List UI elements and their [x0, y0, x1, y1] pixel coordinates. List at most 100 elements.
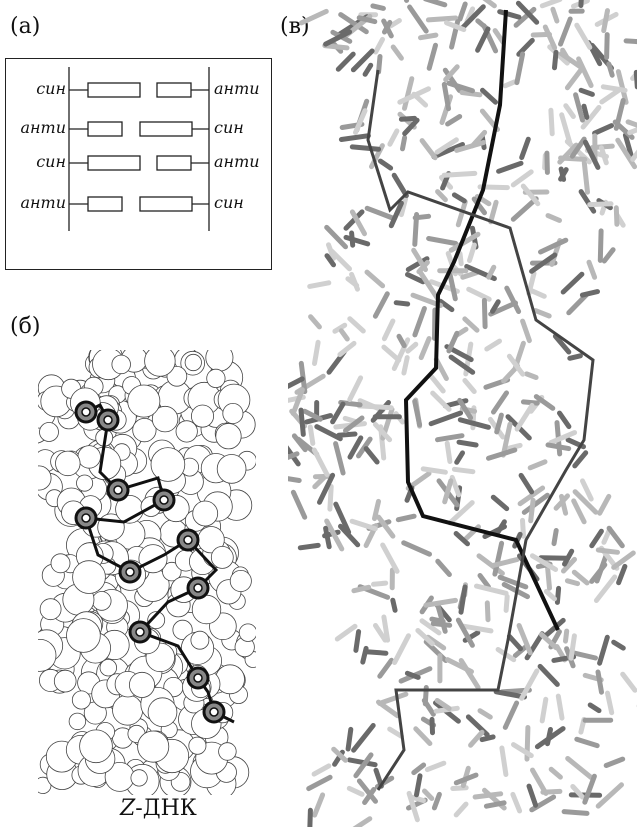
- bond-stick: [325, 46, 347, 48]
- bond-stick: [589, 262, 595, 277]
- bond-stick: [486, 803, 504, 806]
- bond-stick: [602, 90, 620, 102]
- bond-stick: [595, 126, 612, 134]
- bond-stick: [341, 331, 347, 339]
- bond-stick: [522, 139, 529, 157]
- bond-stick: [354, 819, 370, 827]
- atom-sphere: [216, 424, 241, 449]
- bond-stick: [558, 696, 562, 718]
- bond-stick: [432, 377, 444, 391]
- atom-sphere: [67, 619, 101, 653]
- bond-stick: [582, 292, 597, 296]
- row3-left-label: син: [10, 152, 66, 171]
- bond-stick: [540, 666, 557, 684]
- bond-stick: [576, 95, 583, 120]
- bond-stick: [288, 476, 299, 481]
- atom-sphere: [216, 665, 245, 694]
- bond-stick: [566, 631, 567, 641]
- bond-stick: [416, 729, 430, 744]
- bond-stick: [393, 47, 401, 58]
- bond-stick: [366, 652, 386, 654]
- bond-stick: [633, 137, 637, 160]
- bond-stick: [301, 410, 303, 434]
- z-dna-caption: Z-ДНК: [120, 796, 197, 821]
- bond-stick: [548, 216, 560, 221]
- bond-stick: [548, 445, 569, 449]
- bond-stick: [380, 161, 390, 168]
- atom-sphere: [112, 355, 131, 374]
- bond-stick: [350, 319, 364, 331]
- bond-stick: [604, 250, 613, 261]
- bond-stick: [536, 311, 550, 316]
- bond-stick: [367, 272, 383, 286]
- bond-stick: [563, 274, 582, 292]
- bond-stick: [584, 106, 587, 117]
- base-rect: [88, 83, 140, 97]
- bond-stick: [352, 521, 375, 529]
- bond-stick: [293, 492, 304, 517]
- bond-stick: [348, 729, 351, 749]
- bond-stick: [506, 597, 507, 611]
- bond-stick: [529, 786, 536, 805]
- phosphate-atom-core: [136, 628, 144, 636]
- bond-stick: [478, 29, 488, 50]
- bond-stick: [577, 25, 590, 47]
- base-rect: [88, 122, 122, 136]
- bond-stick: [354, 726, 374, 751]
- atom-sphere: [100, 659, 117, 676]
- bond-stick: [410, 7, 427, 31]
- bond-stick: [383, 545, 397, 571]
- bond-stick: [456, 804, 466, 815]
- bond-stick: [500, 12, 519, 17]
- row2-left-label: анти: [10, 118, 66, 137]
- z-dna-svg: [38, 350, 256, 795]
- atom-sphere: [217, 455, 246, 484]
- atom-sphere: [73, 561, 106, 594]
- phosphate-atom-core: [126, 568, 134, 576]
- bond-stick: [338, 54, 353, 69]
- bond-stick: [477, 586, 507, 593]
- row1-right-label: анти: [214, 79, 260, 98]
- bond-stick: [423, 469, 445, 472]
- bond-stick: [542, 0, 560, 6]
- phosphate-atom-core: [194, 674, 202, 682]
- bond-stick: [533, 770, 546, 793]
- bond-stick: [494, 393, 507, 412]
- bond-stick: [314, 766, 329, 774]
- panel-label-b: (б): [10, 314, 40, 339]
- phosphate-atom-core: [210, 708, 218, 716]
- atom-sphere: [191, 631, 209, 649]
- bond-stick: [561, 19, 571, 44]
- atom-sphere: [189, 737, 206, 754]
- bond-stick: [459, 442, 476, 445]
- bond-stick: [429, 239, 456, 244]
- bond-stick: [567, 69, 582, 88]
- bond-stick: [390, 131, 397, 144]
- bond-stick: [616, 100, 623, 128]
- bond-stick: [429, 45, 435, 68]
- bond-stick: [530, 290, 544, 296]
- bond-stick: [417, 776, 421, 795]
- bond-stick: [444, 84, 448, 108]
- bond-stick: [288, 379, 302, 388]
- bond-stick: [523, 321, 530, 341]
- phosphate-atom-core: [160, 496, 168, 504]
- atom-sphere: [185, 354, 201, 370]
- bond-stick: [493, 497, 506, 508]
- atom-sphere: [223, 403, 243, 423]
- bond-stick: [495, 31, 503, 43]
- bond-stick: [373, 6, 384, 8]
- bond-stick: [460, 254, 461, 264]
- bond-stick: [365, 65, 371, 74]
- bond-stick: [517, 54, 523, 83]
- atom-sphere: [40, 599, 61, 620]
- bond-stick: [447, 443, 450, 461]
- bond-stick: [585, 776, 595, 802]
- bond-stick: [521, 475, 532, 492]
- bond-stick: [447, 23, 464, 30]
- bond-stick: [434, 794, 439, 808]
- bond-stick: [600, 637, 608, 663]
- bond-stick: [337, 626, 355, 639]
- bond-stick: [394, 175, 406, 195]
- bond-stick: [425, 0, 444, 5]
